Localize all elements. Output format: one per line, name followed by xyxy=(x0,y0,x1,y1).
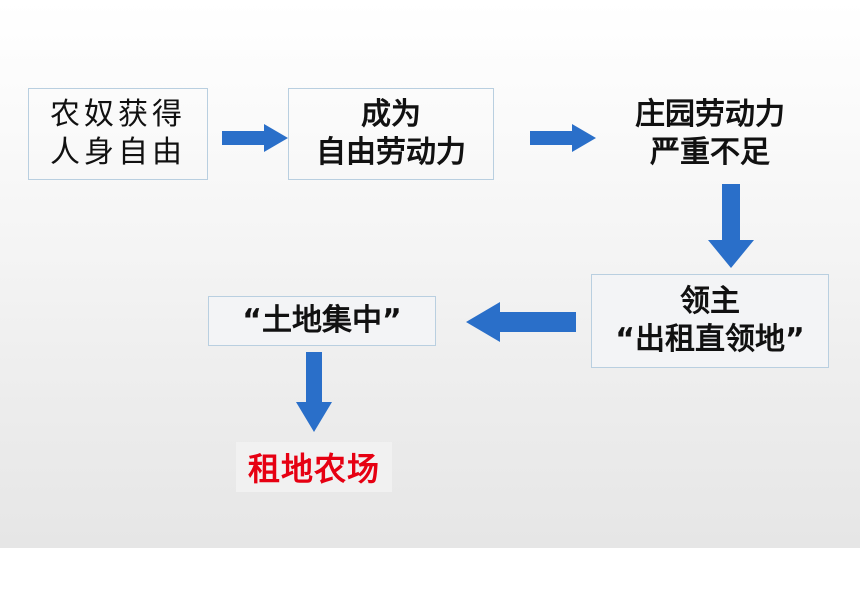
node-serfs-gain-freedom: 农奴获得 人身自由 xyxy=(28,88,208,180)
arrow-down-icon xyxy=(708,184,754,268)
node-labor-shortage-line2: 严重不足 xyxy=(650,135,770,170)
node-labor-shortage-line1: 庄园劳动力 xyxy=(635,97,785,132)
node-lords-line1: 领主 xyxy=(680,284,740,319)
node-tenant-farms-label: 租地农场 xyxy=(247,450,380,488)
node-labor-shortage: 庄园劳动力 严重不足 xyxy=(610,88,810,180)
arrow-right-icon xyxy=(222,124,288,152)
node-serfs-line2: 人身自由 xyxy=(50,135,186,170)
node-land-concentration-label: “土地集中” xyxy=(242,303,402,338)
arrow-right-icon xyxy=(530,124,596,152)
node-free-labor: 成为 自由劳动力 xyxy=(288,88,494,180)
node-free-labor-line2: 自由劳动力 xyxy=(316,135,466,170)
node-free-labor-line1: 成为 xyxy=(361,97,421,132)
node-tenant-farms: 租地农场 xyxy=(236,442,392,492)
node-serfs-line1: 农奴获得 xyxy=(50,97,186,132)
arrow-left-icon xyxy=(466,302,576,342)
arrow-down-icon xyxy=(296,352,332,432)
node-lords-line2: “出租直领地” xyxy=(615,322,805,357)
node-land-concentration: “土地集中” xyxy=(208,296,436,346)
node-lords-lease-demesne: 领主 “出租直领地” xyxy=(591,274,829,368)
